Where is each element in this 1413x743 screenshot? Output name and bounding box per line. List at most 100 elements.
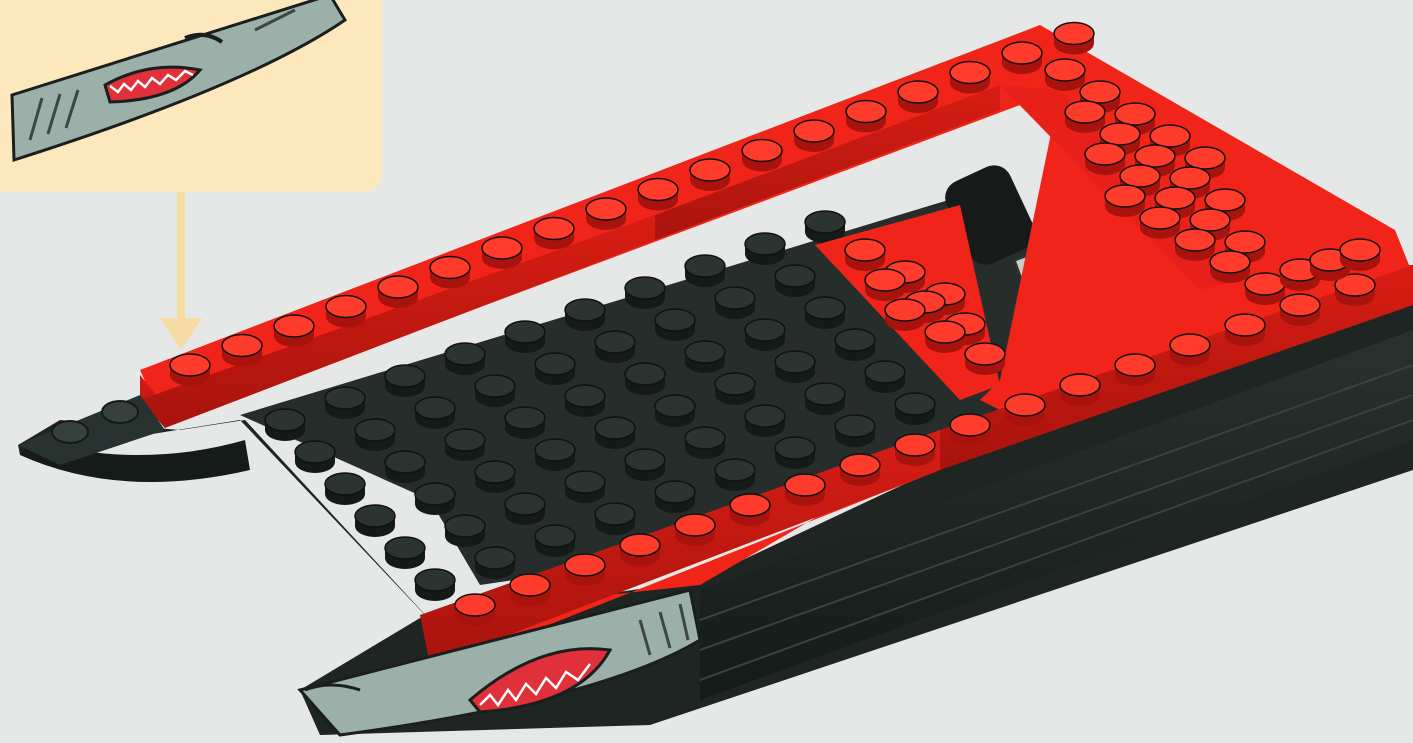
black-stud [745, 405, 785, 437]
black-stud [805, 297, 845, 329]
red-stud [675, 514, 715, 546]
black-stud [475, 375, 515, 407]
red-stud [222, 335, 262, 367]
black-stud [325, 387, 365, 419]
black-stud [625, 449, 665, 481]
black-stud [415, 397, 455, 429]
black-stud [715, 373, 755, 405]
red-stud [510, 574, 550, 606]
red-stud [1140, 207, 1180, 239]
red-stud [1054, 23, 1094, 55]
red-stud [846, 101, 886, 133]
red-stud [482, 237, 522, 269]
black-stud [505, 407, 545, 439]
black-stud [475, 547, 515, 579]
black-stud [595, 417, 635, 449]
down-arrow-icon [160, 192, 202, 350]
red-stud [326, 296, 366, 328]
black-stud [715, 287, 755, 319]
red-stud [1085, 143, 1125, 175]
black-stud [535, 525, 575, 557]
black-stud [385, 537, 425, 569]
red-stud [895, 434, 935, 466]
black-stud [685, 427, 725, 459]
red-stud [534, 218, 574, 250]
red-stud [1105, 185, 1145, 217]
black-stud [775, 437, 815, 469]
red-stud [586, 198, 626, 230]
black-stud [535, 439, 575, 471]
black-stud [745, 319, 785, 351]
black-stud [745, 233, 785, 265]
red-stud [620, 534, 660, 566]
black-stud [385, 365, 425, 397]
red-stud [950, 414, 990, 446]
black-stud [805, 211, 845, 243]
black-stud [565, 471, 605, 503]
black-stud [775, 265, 815, 297]
red-stud [1280, 294, 1320, 326]
black-stud [625, 363, 665, 395]
black-stud [655, 309, 695, 341]
red-stud [1170, 334, 1210, 366]
red-stud [845, 239, 885, 271]
red-stud [1045, 59, 1085, 91]
red-stud [1115, 354, 1155, 386]
black-stud [565, 385, 605, 417]
black-stud [505, 493, 545, 525]
black-stud [445, 515, 485, 547]
red-stud [690, 159, 730, 191]
black-stud [295, 441, 335, 473]
black-stud [415, 483, 455, 515]
black-stud [355, 505, 395, 537]
black-stud [625, 277, 665, 309]
red-stud [730, 494, 770, 526]
black-stud [805, 383, 845, 415]
red-stud [565, 554, 605, 586]
red-stud [1210, 251, 1250, 283]
black-stud [655, 481, 695, 513]
black-stud [475, 461, 515, 493]
red-stud [898, 81, 938, 113]
red-stud [430, 257, 470, 289]
red-stud [170, 354, 210, 386]
red-stud [865, 269, 905, 301]
black-stud [715, 459, 755, 491]
red-stud [1340, 239, 1380, 271]
black-stud [385, 451, 425, 483]
black-stud [445, 343, 485, 375]
red-stud [950, 62, 990, 94]
black-stud [595, 503, 635, 535]
red-stud [455, 594, 495, 626]
black-stud [415, 569, 455, 601]
red-stud [1245, 273, 1285, 305]
black-stud [835, 415, 875, 447]
red-stud [1175, 229, 1215, 261]
red-stud [1225, 314, 1265, 346]
black-stud [685, 341, 725, 373]
red-stud [794, 120, 834, 152]
black-stud [655, 395, 695, 427]
black-stud [835, 329, 875, 361]
black-stud [535, 353, 575, 385]
black-stud [355, 419, 395, 451]
black-stud [505, 321, 545, 353]
red-stud [638, 179, 678, 211]
black-stud [685, 255, 725, 287]
red-stud [274, 315, 314, 347]
red-stud [742, 140, 782, 172]
red-stud [785, 474, 825, 506]
front-left-tip [18, 395, 165, 465]
red-stud [1002, 42, 1042, 74]
red-stud [378, 276, 418, 308]
black-stud [325, 473, 365, 505]
black-stud [265, 409, 305, 441]
black-stud [565, 299, 605, 331]
black-stud [775, 351, 815, 383]
black-stud [595, 331, 635, 363]
shark-sticker-icon [12, 0, 345, 160]
red-stud [1065, 101, 1105, 133]
red-stud [885, 299, 925, 331]
black-stud [445, 429, 485, 461]
